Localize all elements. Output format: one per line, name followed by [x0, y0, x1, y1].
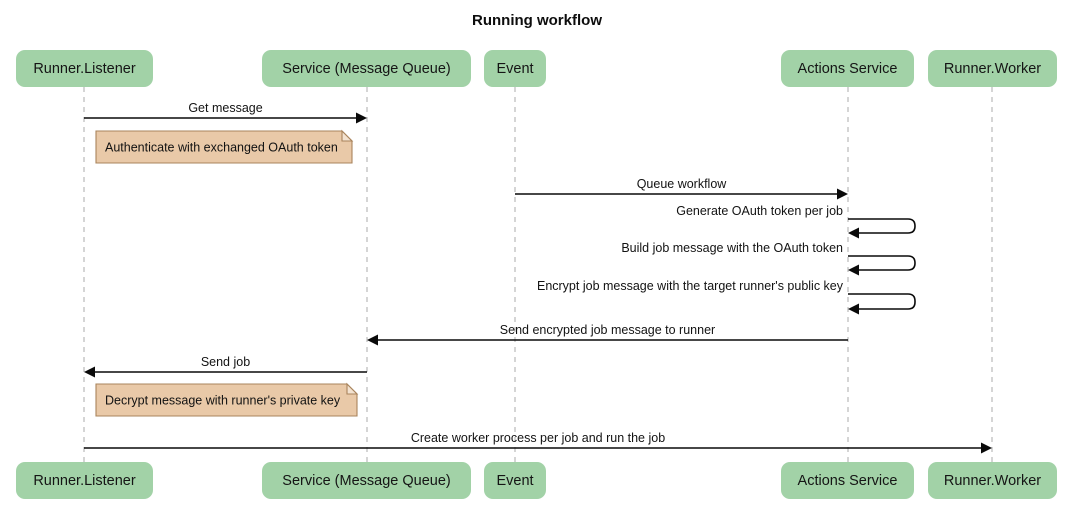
message-encrypt-job-message-with-the-target-runners-public-key[interactable]: Encrypt job message with the target runn… [537, 279, 916, 315]
participant-label: Event [496, 61, 533, 77]
participant-box [928, 462, 1057, 499]
message-label: Queue workflow [637, 177, 728, 191]
participant-service-message-queue-top[interactable]: Service (Message Queue) [262, 50, 471, 87]
self-loop-path [848, 293, 916, 310]
participant-event-bottom[interactable]: Event [484, 462, 546, 499]
arrow-head [848, 264, 859, 276]
participant-label: Actions Service [798, 61, 898, 77]
arrow-head [848, 227, 859, 239]
message-label: Send job [201, 355, 250, 369]
participant-box [781, 50, 914, 87]
participant-box [262, 462, 471, 499]
participant-label: Runner.Listener [33, 61, 136, 77]
page-title: Running workflow [472, 12, 602, 29]
message-queue-workflow[interactable]: Queue workflow [515, 177, 848, 200]
self-loop-path [848, 218, 916, 234]
participant-box [262, 50, 471, 87]
note-body [95, 130, 353, 164]
self-loop-path [848, 255, 916, 271]
participant-box [484, 50, 546, 87]
note-label: Decrypt message with runner's private ke… [105, 393, 341, 407]
participant-actions-service-bottom[interactable]: Actions Service [781, 462, 914, 499]
participant-box [928, 50, 1057, 87]
message-label: Create worker process per job and run th… [411, 431, 665, 445]
participant-label: Runner.Worker [944, 61, 1041, 77]
message-send-encrypted-job-message-to-runner[interactable]: Send encrypted job message to runner [367, 323, 848, 346]
participant-label: Event [496, 473, 533, 489]
notes-layer: Authenticate with exchanged OAuth tokenD… [95, 129, 359, 417]
arrow-head [356, 112, 367, 124]
participant-runner-worker-top[interactable]: Runner.Worker [928, 50, 1057, 87]
message-send-job[interactable]: Send job [84, 355, 367, 378]
participant-label: Runner.Listener [33, 473, 136, 489]
participant-box [16, 50, 153, 87]
note-decrypt: Decrypt message with runner's private ke… [95, 382, 359, 417]
message-label: Build job message with the OAuth token [621, 241, 843, 255]
note-fold-corner-icon [341, 129, 354, 142]
note-body [95, 383, 358, 417]
arrow-head [981, 442, 992, 454]
arrow-head [848, 303, 859, 315]
participant-label: Service (Message Queue) [282, 61, 450, 77]
participant-label: Runner.Worker [944, 473, 1041, 489]
lifelines-layer [83, 87, 993, 462]
participant-runner-worker-bottom[interactable]: Runner.Worker [928, 462, 1057, 499]
participant-runner-listener-top[interactable]: Runner.Listener [16, 50, 153, 87]
message-label: Get message [188, 101, 262, 115]
participant-box [484, 462, 546, 499]
message-generate-oauth-token-per-job[interactable]: Generate OAuth token per job [676, 204, 916, 239]
arrow-head [367, 334, 378, 346]
participant-service-message-queue-bottom[interactable]: Service (Message Queue) [262, 462, 471, 499]
participant-actions-service-top[interactable]: Actions Service [781, 50, 914, 87]
message-create-worker-process-per-job-and-run-the-job[interactable]: Create worker process per job and run th… [84, 431, 992, 454]
participant-box [781, 462, 914, 499]
participant-runner-listener-bottom[interactable]: Runner.Listener [16, 462, 153, 499]
message-label: Send encrypted job message to runner [500, 323, 715, 337]
message-label: Encrypt job message with the target runn… [537, 279, 844, 293]
message-label: Generate OAuth token per job [676, 204, 843, 218]
note-fold-corner-icon [346, 382, 359, 395]
arrow-head [84, 366, 95, 378]
message-get-message[interactable]: Get message [84, 101, 367, 124]
message-build-job-message-with-the-oauth-token[interactable]: Build job message with the OAuth token [621, 241, 916, 276]
participant-event-top[interactable]: Event [484, 50, 546, 87]
arrow-head [837, 188, 848, 200]
participant-label: Actions Service [798, 473, 898, 489]
note-label: Authenticate with exchanged OAuth token [105, 140, 338, 154]
participant-label: Service (Message Queue) [282, 473, 450, 489]
note-authenticate: Authenticate with exchanged OAuth token [95, 129, 354, 164]
participant-box [16, 462, 153, 499]
